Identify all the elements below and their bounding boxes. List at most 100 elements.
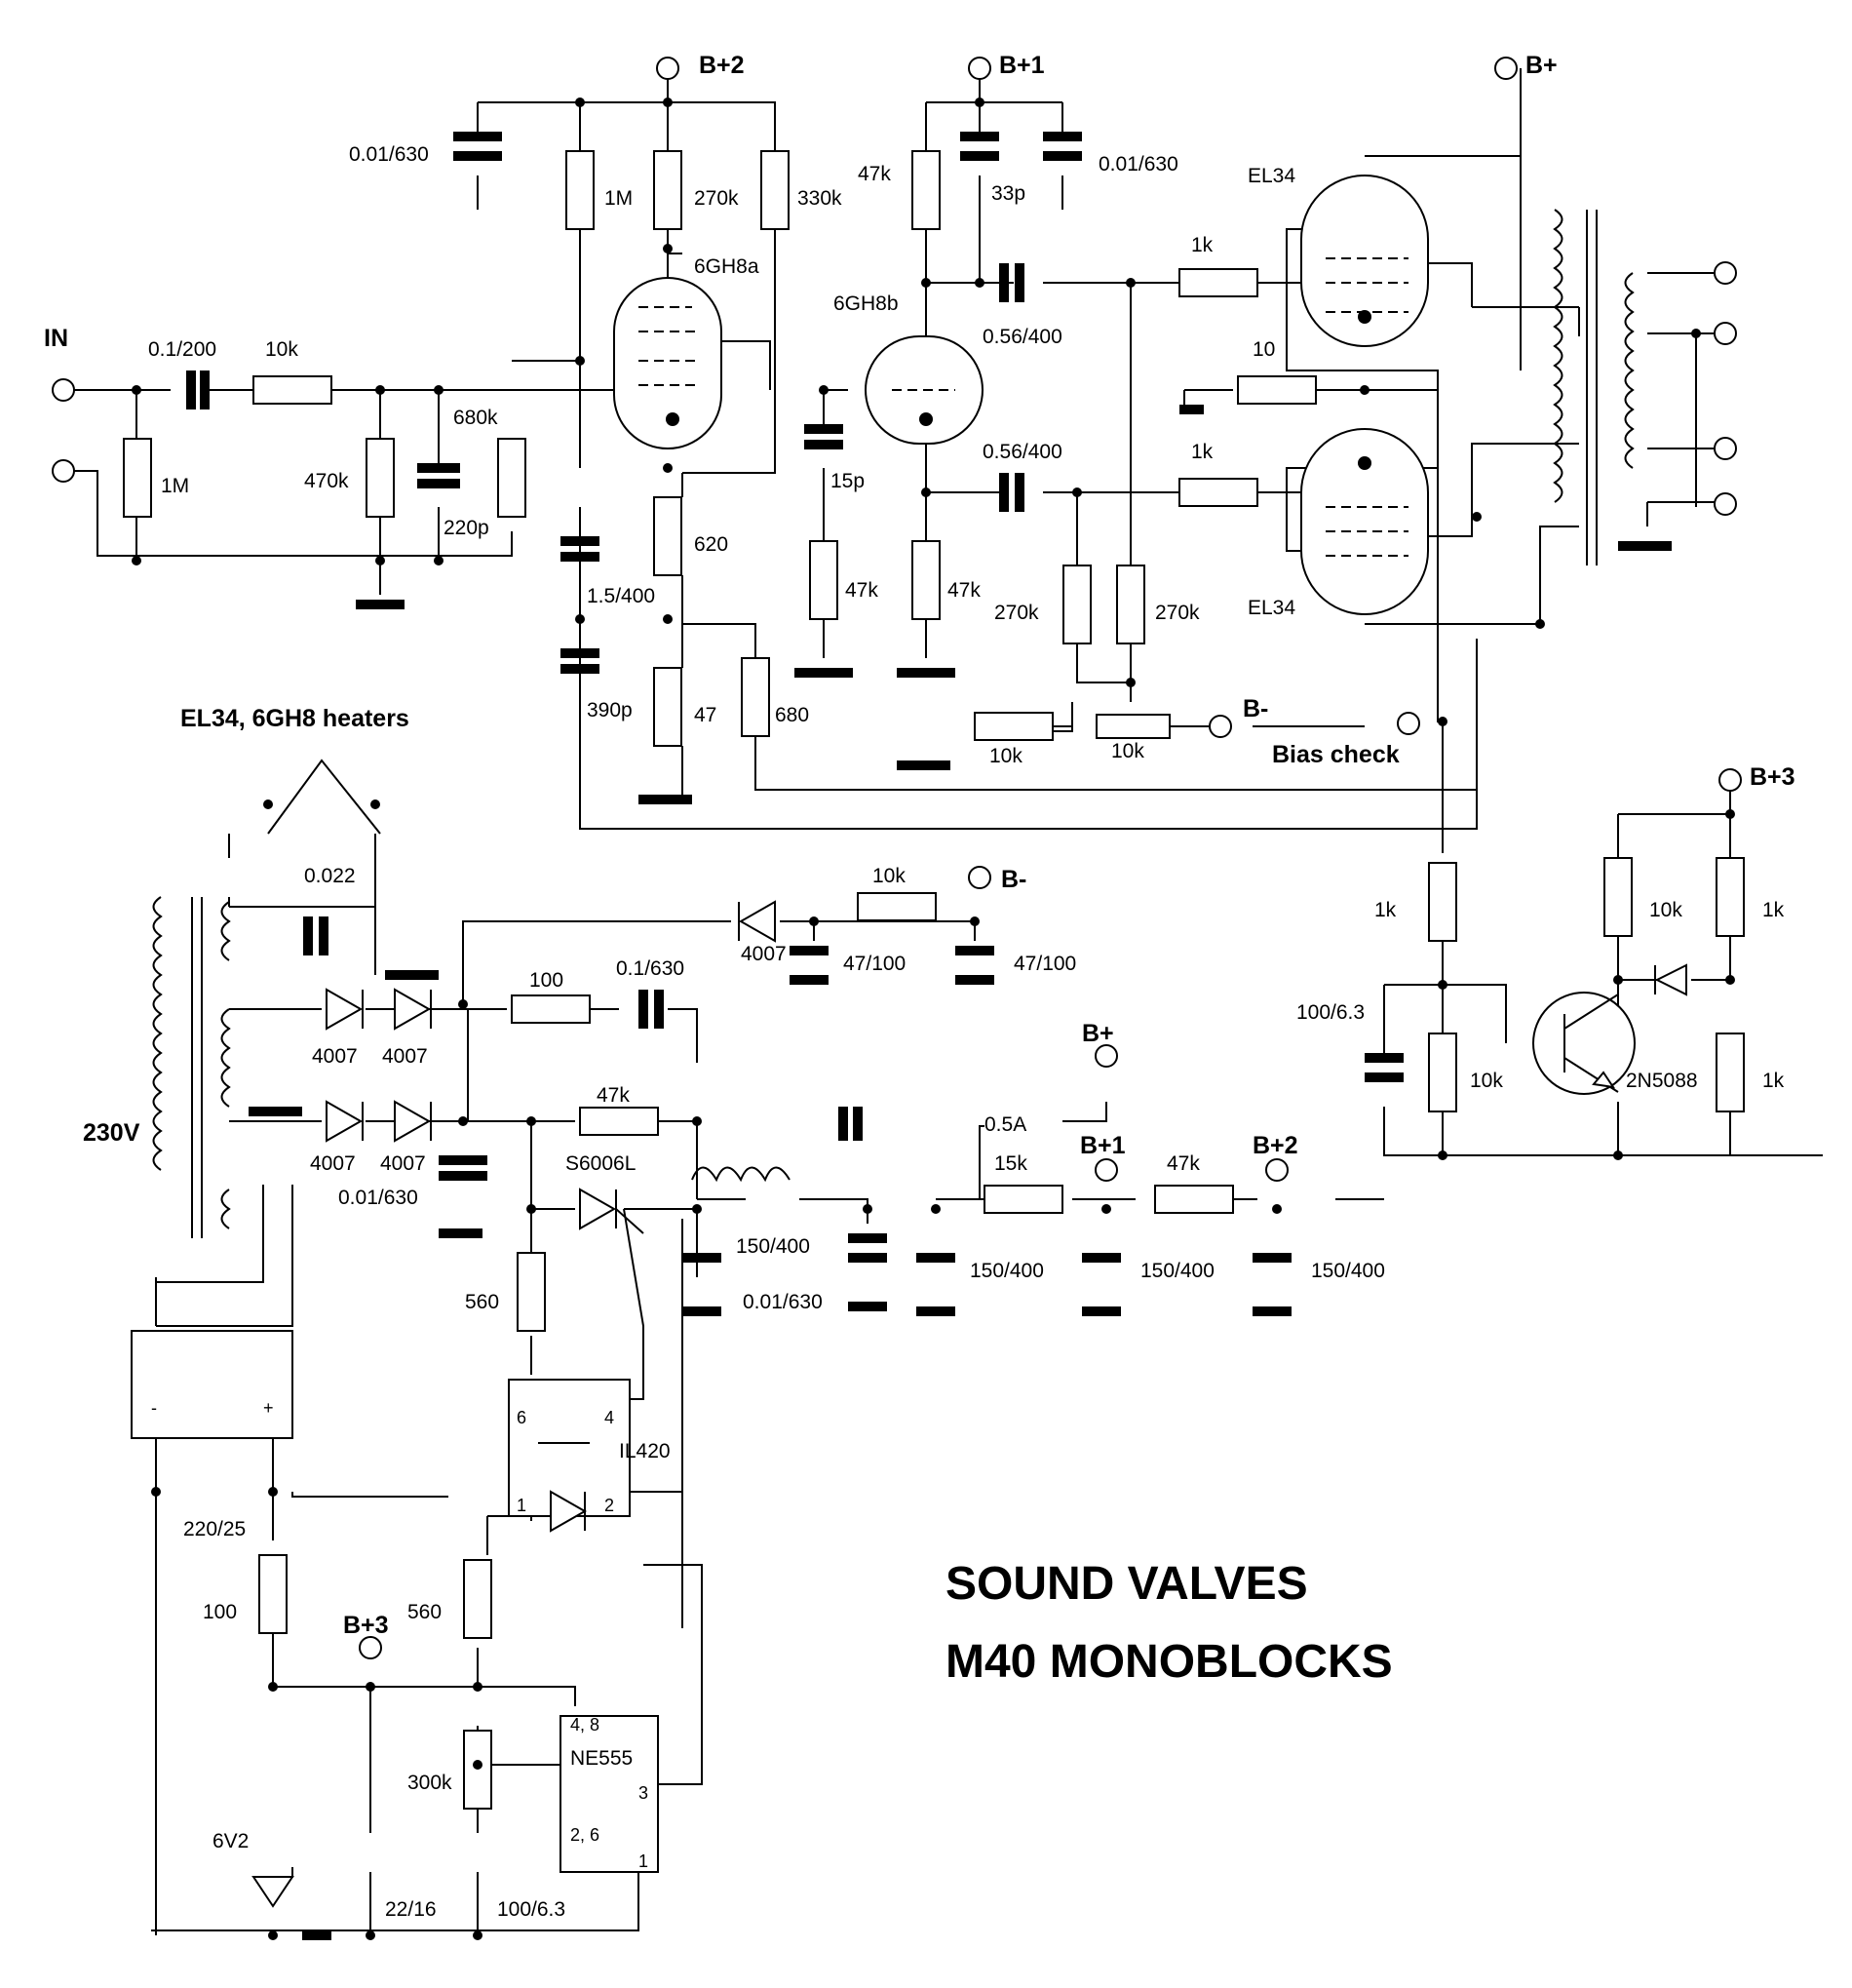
label-r-grid-stop: 1k	[1191, 234, 1214, 256]
semiconductors	[131, 900, 1687, 1908]
label-c-056-top: 0.56/400	[983, 326, 1062, 348]
label-opto-pin4: 4	[604, 1408, 614, 1427]
label-bminus-ps: B-	[1001, 866, 1026, 893]
label-bias-check: Bias check	[1272, 741, 1400, 768]
label-b1-top: B+1	[999, 52, 1045, 79]
label-c-b2-decoup: 0.01/630	[349, 143, 429, 166]
tube-el34-bottom	[1300, 428, 1429, 615]
label-bias-r-1k-in: 1k	[1374, 899, 1397, 921]
label-r-470k: 470k	[304, 470, 349, 492]
label-opto-pin6: 6	[517, 1408, 526, 1427]
label-bias-r-1k-bottom: 1k	[1762, 1070, 1785, 1092]
label-r-1m: 1M	[604, 187, 633, 210]
label-bplus-top: B+	[1525, 52, 1558, 79]
label-bminus-top: B-	[1243, 695, 1268, 722]
label-bplus-ps: B+	[1082, 1020, 1114, 1047]
label-230v: 230V	[83, 1119, 140, 1147]
label-ps-c-150-b: 150/400	[970, 1260, 1044, 1282]
grounds	[249, 405, 1672, 1238]
transformers	[152, 209, 1635, 1238]
label-bias-r-10k-gnd: 10k	[1470, 1070, 1503, 1092]
label-r-10k: 10k	[265, 338, 298, 361]
capacitors	[186, 132, 1404, 1940]
label-ps-c-01-630: 0.1/630	[616, 957, 684, 980]
label-el34-bottom: EL34	[1248, 597, 1295, 619]
label-d3: 4007	[310, 1152, 356, 1175]
label-ps-c-150-a: 150/400	[736, 1235, 810, 1258]
label-r-330k: 330k	[797, 187, 842, 210]
label-bridge-plus: +	[263, 1398, 274, 1418]
label-fuse: 0.5A	[984, 1113, 1026, 1136]
label-d4: 4007	[380, 1152, 426, 1175]
label-r-47k-grid: 47k	[845, 579, 878, 602]
label-c-15p: 15p	[830, 470, 865, 492]
label-c-220p: 220p	[444, 517, 489, 539]
label-pot-10k: 10k	[1111, 740, 1144, 762]
label-c-b1-decoup: 0.01/630	[1099, 153, 1178, 175]
label-b1-ps: B+1	[1080, 1132, 1126, 1159]
label-r-270k-a: 270k	[994, 602, 1039, 624]
label-d5: 4007	[741, 943, 787, 965]
label-lv-r-100: 100	[203, 1601, 237, 1623]
vacuum-tubes	[613, 175, 1429, 615]
label-c-056-bottom: 0.56/400	[983, 441, 1062, 463]
label-ps-r-100: 100	[529, 969, 563, 992]
label-r-sense: 10	[1253, 338, 1275, 361]
label-ne555-pin1: 1	[638, 1852, 648, 1871]
label-6gh8b: 6GH8b	[833, 292, 899, 315]
label-ne555-pin3: 3	[638, 1783, 648, 1803]
label-ps-r-560: 560	[465, 1291, 499, 1313]
label-c-1-5: 1.5/400	[587, 585, 655, 607]
label-ps-r-47k: 47k	[597, 1084, 630, 1107]
label-c-in: 0.1/200	[148, 338, 216, 361]
label-bias-c-100: 100/6.3	[1296, 1001, 1365, 1024]
label-r-47: 47	[694, 704, 716, 726]
tube-6gh8a	[613, 277, 722, 449]
label-ps-r-10k-neg: 10k	[872, 865, 906, 887]
label-r-10k-bias: 10k	[989, 745, 1022, 767]
title-line-2: M40 MONOBLOCKS	[945, 1636, 1393, 1688]
label-r-270k-plate: 270k	[694, 187, 739, 210]
label-lv-r-560: 560	[407, 1601, 442, 1623]
label-c-390p: 390p	[587, 699, 633, 721]
label-ne555-pins-48: 4, 8	[570, 1715, 599, 1735]
label-ps-c-150-d: 150/400	[1311, 1260, 1385, 1282]
label-r-1m-in: 1M	[161, 475, 189, 497]
junction-dots	[132, 97, 1735, 1940]
label-el34-top: EL34	[1248, 165, 1295, 187]
label-lv-c-22-16: 22/16	[385, 1898, 437, 1921]
labels: IN 0.1/200 10k 1M 470k 220p 680k B+2 B+1…	[44, 52, 1795, 1921]
label-ps-c-001-630-b: 0.01/630	[743, 1291, 823, 1313]
label-r-270k-b: 270k	[1155, 602, 1200, 624]
label-opto-pin1: 1	[517, 1496, 526, 1515]
label-d2: 4007	[382, 1045, 428, 1068]
resistors	[123, 150, 1745, 1810]
label-b2-ps: B+2	[1253, 1132, 1298, 1159]
label-r-680k: 680k	[453, 407, 498, 429]
label-c-33p: 33p	[991, 182, 1025, 205]
label-il420: IL420	[619, 1440, 671, 1462]
tube-el34-top	[1300, 175, 1429, 347]
label-ps-c-47-100-a: 47/100	[843, 953, 906, 975]
label-heaters: EL34, 6GH8 heaters	[180, 705, 409, 732]
title-line-1: SOUND VALVES	[945, 1558, 1308, 1610]
label-r-620: 620	[694, 533, 728, 556]
label-r-1k-gnd: 1k	[1191, 441, 1214, 463]
label-ps-r-15k: 15k	[994, 1152, 1027, 1175]
label-bridge-minus: -	[151, 1398, 157, 1418]
label-bias-r-10k-base: 10k	[1649, 899, 1682, 921]
label-ps-c-47-100-b: 47/100	[1014, 953, 1076, 975]
label-lv-c-100-63: 100/6.3	[497, 1898, 565, 1921]
label-zener: 6V2	[212, 1830, 249, 1852]
label-ps-c-150-c: 150/400	[1140, 1260, 1215, 1282]
label-6gh8a: 6GH8a	[694, 255, 759, 278]
label-ps-c-001-630-a: 0.01/630	[338, 1187, 418, 1209]
label-scr: S6006L	[565, 1152, 636, 1175]
label-in: IN	[44, 325, 68, 352]
label-b3-right: B+3	[1750, 763, 1795, 791]
label-bias-r-1k-top: 1k	[1762, 899, 1785, 921]
label-ne555-pins-26: 2, 6	[570, 1825, 599, 1845]
label-r-680: 680	[775, 704, 809, 726]
label-r-47k-plate: 47k	[858, 163, 891, 185]
